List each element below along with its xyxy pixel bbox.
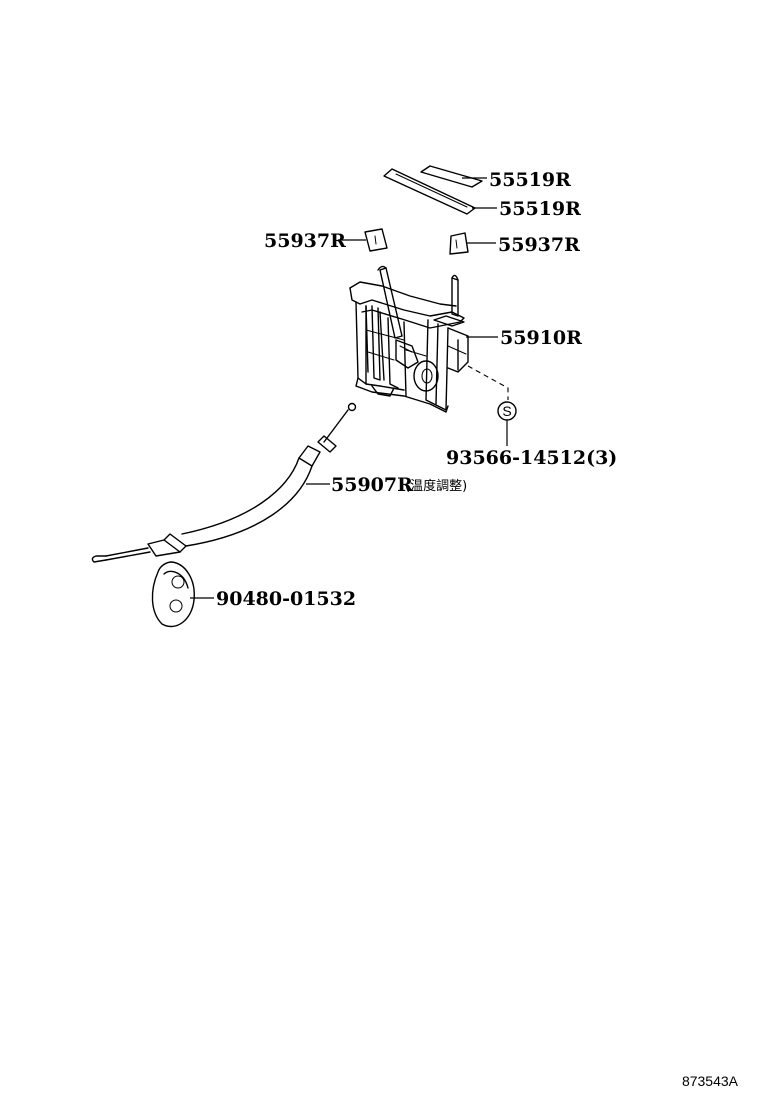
part-label-clip-left: 55937R (264, 230, 346, 252)
foam-strip-lower-icon (383, 168, 476, 215)
part-note-cable: (温度調整) (405, 478, 467, 494)
svg-text:S: S (502, 403, 511, 419)
clip-left-icon (364, 228, 388, 252)
part-label-screw: 93566-14512(3) (446, 447, 617, 469)
part-label-cable: 55907R (331, 474, 413, 496)
part-label-strip-lower: 55519R (499, 198, 581, 220)
knob-icon (151, 561, 195, 628)
screw-dashed-leader (467, 365, 509, 400)
control-base-icon (349, 265, 469, 413)
part-label-control-base: 55910R (500, 327, 582, 349)
part-label-clip-right: 55937R (498, 234, 580, 256)
control-cable-icon (91, 402, 357, 563)
clip-right-icon (449, 232, 469, 255)
drawing-code: 873543A (682, 1073, 739, 1089)
foam-strip-upper-icon (420, 165, 483, 188)
screw-symbol-icon: S (497, 401, 517, 421)
part-label-strip-upper: 55519R (489, 169, 571, 191)
part-label-knob: 90480-01532 (216, 588, 356, 610)
